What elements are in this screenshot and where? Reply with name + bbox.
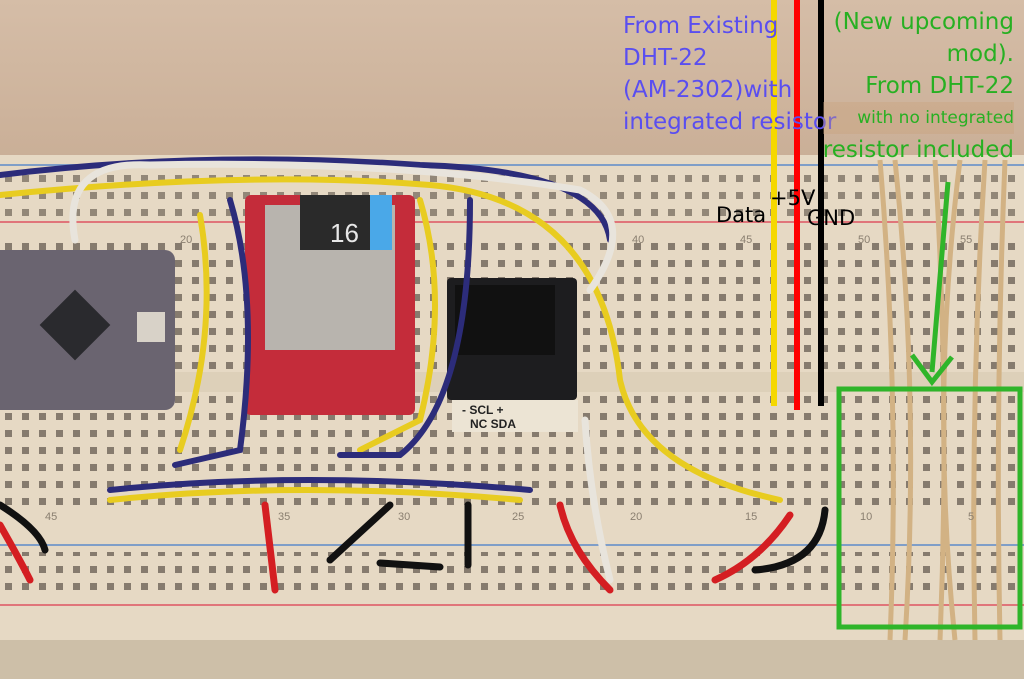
existing-sensor-annotation: From Existing DHT-22 (AM-2302)with integ… [623, 13, 837, 135]
dht22-leads [877, 159, 1008, 641]
svg-text:50: 50 [858, 234, 870, 246]
svg-text:20: 20 [630, 511, 642, 523]
svg-text:45: 45 [740, 234, 752, 246]
sd-card-capacity: 16 [330, 218, 359, 248]
svg-text:15: 15 [745, 511, 757, 523]
arrow-line [929, 181, 951, 373]
breadboard-column-numbers: 20 40 45 50 55 45 35 30 25 20 15 10 5 [45, 234, 974, 523]
highlight-box [836, 386, 1023, 630]
svg-text:20: 20 [180, 234, 192, 246]
jumper-wires [0, 156, 829, 594]
arrow-head-icon [909, 353, 954, 387]
data-label: Data [716, 203, 767, 227]
svg-text:5: 5 [968, 511, 974, 523]
background-wall [0, 0, 1024, 170]
power-label: +5V [770, 186, 816, 210]
module-label-line2: NC SDA [470, 417, 516, 431]
new-sensor-annotation: (New upcoming mod). From DHT-22 with no … [822, 9, 1014, 163]
module-label-line1: - SCL + [462, 403, 503, 417]
svg-text:55: 55 [960, 234, 972, 246]
svg-text:45: 45 [45, 511, 57, 523]
svg-text:10: 10 [860, 511, 872, 523]
svg-text:35: 35 [278, 511, 290, 523]
reset-button [137, 312, 165, 342]
module-label-sticker [452, 400, 578, 432]
svg-text:40: 40 [632, 234, 644, 246]
ground-label: GND [807, 206, 856, 230]
svg-text:30: 30 [398, 511, 410, 523]
svg-text:25: 25 [512, 511, 524, 523]
